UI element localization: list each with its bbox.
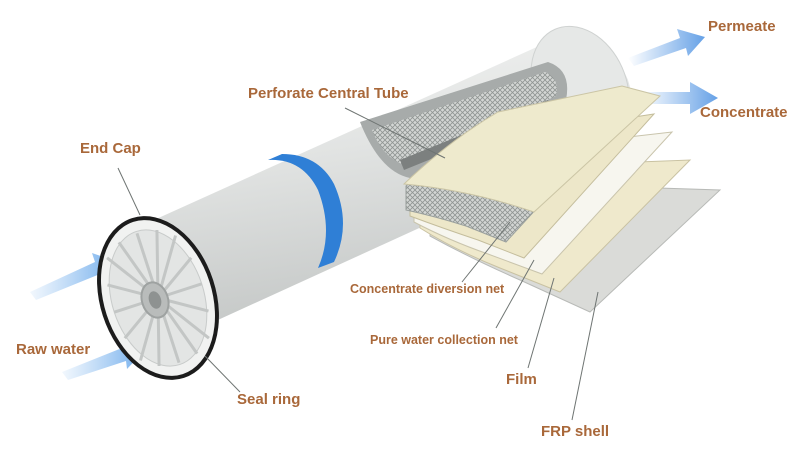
leader-film: [527, 277, 555, 369]
leader-lines: [117, 107, 599, 421]
label-concentrate: Concentrate: [700, 104, 788, 121]
leader-end-cap: [117, 167, 141, 216]
concentrate-arrow: [640, 82, 718, 114]
membrane-layers: [402, 85, 722, 313]
leader-central-tube: [344, 107, 446, 159]
label-permeate: Permeate: [708, 18, 776, 35]
label-film: Film: [506, 371, 537, 388]
blue-band: [268, 154, 343, 268]
end-cap: [97, 216, 219, 380]
leader-diversion-net: [461, 221, 511, 283]
label-frp-shell: FRP shell: [541, 423, 610, 440]
leader-frp-shell: [571, 291, 599, 421]
label-end-cap: End Cap: [80, 140, 141, 157]
leader-seal-ring: [204, 355, 241, 393]
permeate-arrow: [628, 29, 705, 66]
label-pure-water-collection-net: Pure water collection net: [370, 333, 518, 347]
cutaway-window: [360, 62, 568, 178]
label-raw-water: Raw water: [16, 341, 91, 358]
label-perforate-central-tube: Perforate Central Tube: [248, 85, 409, 102]
label-seal-ring: Seal ring: [237, 391, 301, 408]
label-concentrate-diversion-net: Concentrate diversion net: [350, 282, 505, 296]
leader-pure-net: [495, 259, 535, 329]
raw-water-arrow-upper: [30, 253, 118, 300]
